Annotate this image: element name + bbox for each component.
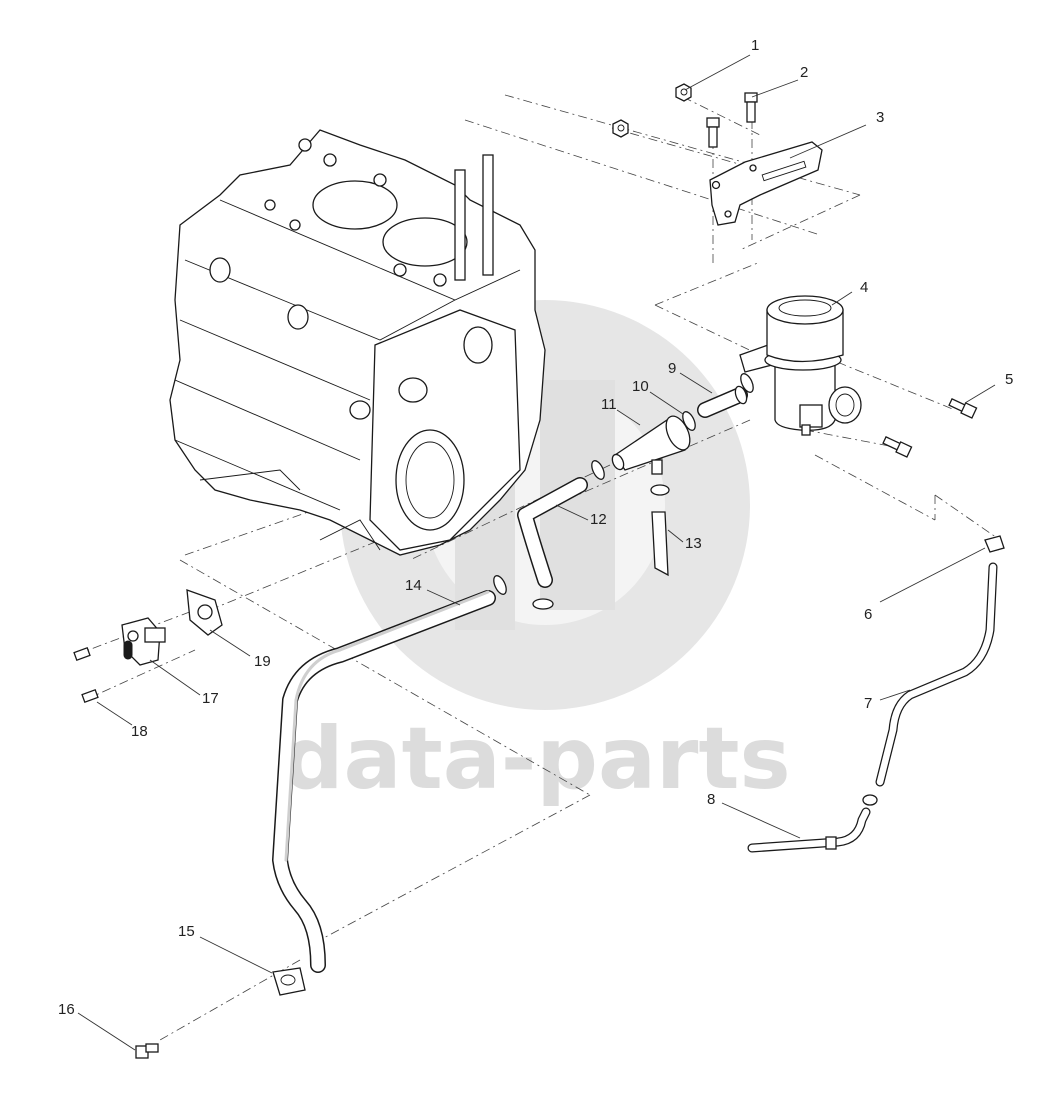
hose-part-9 <box>697 385 748 418</box>
callout-17: 17 <box>202 690 219 707</box>
tube-part-8 <box>747 807 871 853</box>
callout-19: 19 <box>254 653 271 670</box>
callout-6: 6 <box>864 606 872 623</box>
clip-part-15 <box>272 967 306 996</box>
bolt-part-16 <box>135 1043 159 1059</box>
funnel-part-11 <box>611 415 691 475</box>
bolt-part-5 <box>882 398 978 458</box>
callout-8: 8 <box>707 791 715 808</box>
tube-part-7 <box>875 562 998 787</box>
hose-part-12 <box>517 477 588 588</box>
engine-block <box>169 129 546 556</box>
callout-15: 15 <box>178 923 195 940</box>
callout-9: 9 <box>668 360 676 377</box>
bolt-part-2 <box>706 92 758 148</box>
callout-10: 10 <box>632 378 649 395</box>
callout-11: 11 <box>601 396 617 413</box>
sleeve-part-13 <box>651 511 669 577</box>
callout-7: 7 <box>864 695 872 712</box>
callout-16: 16 <box>58 1001 75 1018</box>
callout-2: 2 <box>800 64 808 81</box>
bracket-part-3 <box>709 141 823 226</box>
callout-12: 12 <box>590 511 607 528</box>
hose-part-14 <box>272 590 496 973</box>
callout-18: 18 <box>131 723 148 740</box>
leader-lines <box>77 54 996 1051</box>
oil-separator-part-4 <box>739 295 862 436</box>
clamp-part-6 <box>984 535 1005 553</box>
gasket-part-19 <box>186 589 223 636</box>
nut-part-1 <box>612 83 692 138</box>
callout-14: 14 <box>405 577 422 594</box>
callout-13: 13 <box>685 535 702 552</box>
callout-1: 1 <box>751 37 759 54</box>
callout-4: 4 <box>860 279 868 296</box>
callout-numbers: 1 2 3 4 5 6 7 8 9 10 11 12 13 14 15 16 1… <box>58 37 1013 1018</box>
elbow-flange-part-17 <box>121 617 166 666</box>
bolt-part-18 <box>73 647 99 703</box>
watermark-text: data-parts <box>282 709 791 809</box>
callout-3: 3 <box>876 109 884 126</box>
callout-5: 5 <box>1005 371 1013 388</box>
